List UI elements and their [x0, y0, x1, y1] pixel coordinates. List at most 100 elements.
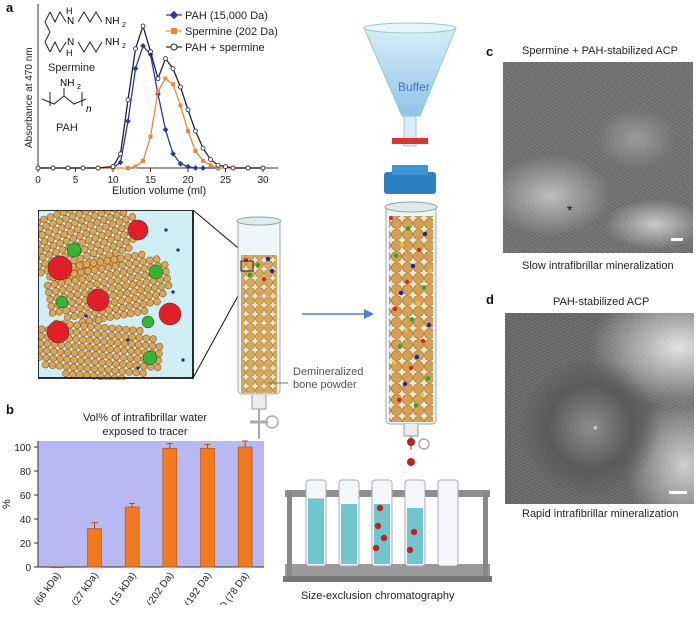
buffer-label: Buffer	[398, 80, 430, 94]
a-point	[163, 56, 168, 62]
spermine-nh2-top-sub: 2	[122, 22, 126, 29]
tube-particle	[247, 272, 253, 278]
fibril	[73, 321, 81, 329]
fibril	[56, 355, 64, 363]
column-particle	[393, 253, 399, 258]
a-point	[200, 145, 206, 151]
column-particle	[415, 301, 421, 306]
tube-rack	[283, 479, 492, 582]
bone-tube	[236, 216, 288, 439]
fibril	[86, 336, 94, 345]
a-xlabel: Elution volume (ml)	[112, 185, 206, 197]
fibril	[106, 345, 114, 353]
spermine-h1: H	[66, 6, 73, 16]
a-point	[171, 82, 175, 87]
fibril	[48, 361, 57, 369]
fibril-bundle	[43, 250, 173, 326]
chromatography-column	[363, 22, 457, 450]
a-point	[50, 165, 56, 171]
a-point	[155, 76, 161, 81]
column-particle	[402, 381, 408, 387]
a-point	[201, 158, 205, 163]
fibril	[78, 343, 86, 351]
rack-tube-liquid	[407, 508, 423, 564]
fibril	[94, 323, 102, 331]
fibril	[76, 364, 85, 372]
fibril	[97, 365, 106, 374]
red-particle	[127, 219, 149, 241]
b-bar	[87, 528, 102, 568]
fibril	[119, 360, 127, 369]
fibril	[87, 322, 95, 331]
b-bars	[49, 440, 253, 569]
fibril	[85, 343, 93, 352]
tem-d-scalebar	[669, 491, 687, 494]
fibril	[90, 365, 99, 373]
fibril	[115, 325, 123, 333]
a-point	[118, 151, 123, 157]
rack-tube-liquid	[308, 498, 324, 564]
a-point	[133, 164, 138, 169]
fibril	[125, 244, 133, 252]
fibril	[99, 344, 107, 353]
tracer-dot	[136, 366, 140, 370]
a-point	[95, 165, 101, 171]
tracer-dot	[126, 338, 130, 342]
b-plot-bg	[38, 441, 264, 567]
inset-particles	[46, 219, 185, 370]
a-point	[117, 159, 124, 166]
fibril	[79, 329, 88, 337]
a-point	[200, 165, 206, 171]
column-particle	[409, 317, 415, 322]
fibril	[153, 297, 161, 306]
fibril	[129, 326, 137, 334]
demin-label: Demineralized bone powder	[293, 366, 363, 392]
b-ylabel: %	[1, 499, 13, 509]
column-particle	[419, 392, 425, 397]
a-point	[80, 165, 86, 171]
red-particle	[158, 302, 182, 326]
fibril	[71, 342, 79, 350]
panel-c-title: Spermine + PAH-stabilized ACP	[522, 45, 679, 57]
fibril	[112, 353, 121, 361]
spermine-n2: N	[67, 37, 74, 48]
fibril	[105, 352, 114, 360]
fibril	[120, 346, 128, 355]
fibril	[43, 340, 52, 348]
column-particle	[408, 365, 414, 371]
a-point	[208, 163, 213, 168]
b-category-label: PAH (15 kDa)	[95, 570, 139, 605]
spermine-nh2-bot-sub: 2	[122, 43, 126, 50]
spermine-structure	[44, 10, 103, 54]
fibril	[136, 327, 144, 335]
fibril	[105, 359, 113, 367]
b-bar	[162, 447, 178, 568]
green-particle	[55, 295, 69, 309]
fibril	[72, 335, 80, 343]
fibril	[141, 341, 150, 350]
a-point	[35, 165, 41, 171]
b-title-line1: Vol% of intrafibrillar water	[83, 412, 207, 424]
a-point	[141, 158, 145, 163]
panel-a-letter: a	[6, 0, 14, 15]
fibril	[94, 316, 103, 324]
panel-c-letter: c	[486, 44, 494, 59]
fibril	[119, 353, 128, 362]
b-bar	[124, 506, 140, 568]
tracer-dot	[164, 228, 168, 232]
b-bar	[200, 447, 215, 568]
b-category-label: PAsp (27 kDa)	[55, 570, 101, 605]
fibril	[64, 341, 72, 350]
tube-particle	[261, 276, 267, 282]
column-particle	[388, 215, 394, 221]
fibril	[63, 348, 72, 357]
spermine-n1: N	[67, 16, 74, 27]
fibril	[154, 363, 162, 372]
a-point	[132, 65, 139, 72]
column-particle	[396, 397, 402, 403]
column-particle	[405, 226, 411, 231]
fibril	[83, 364, 92, 373]
